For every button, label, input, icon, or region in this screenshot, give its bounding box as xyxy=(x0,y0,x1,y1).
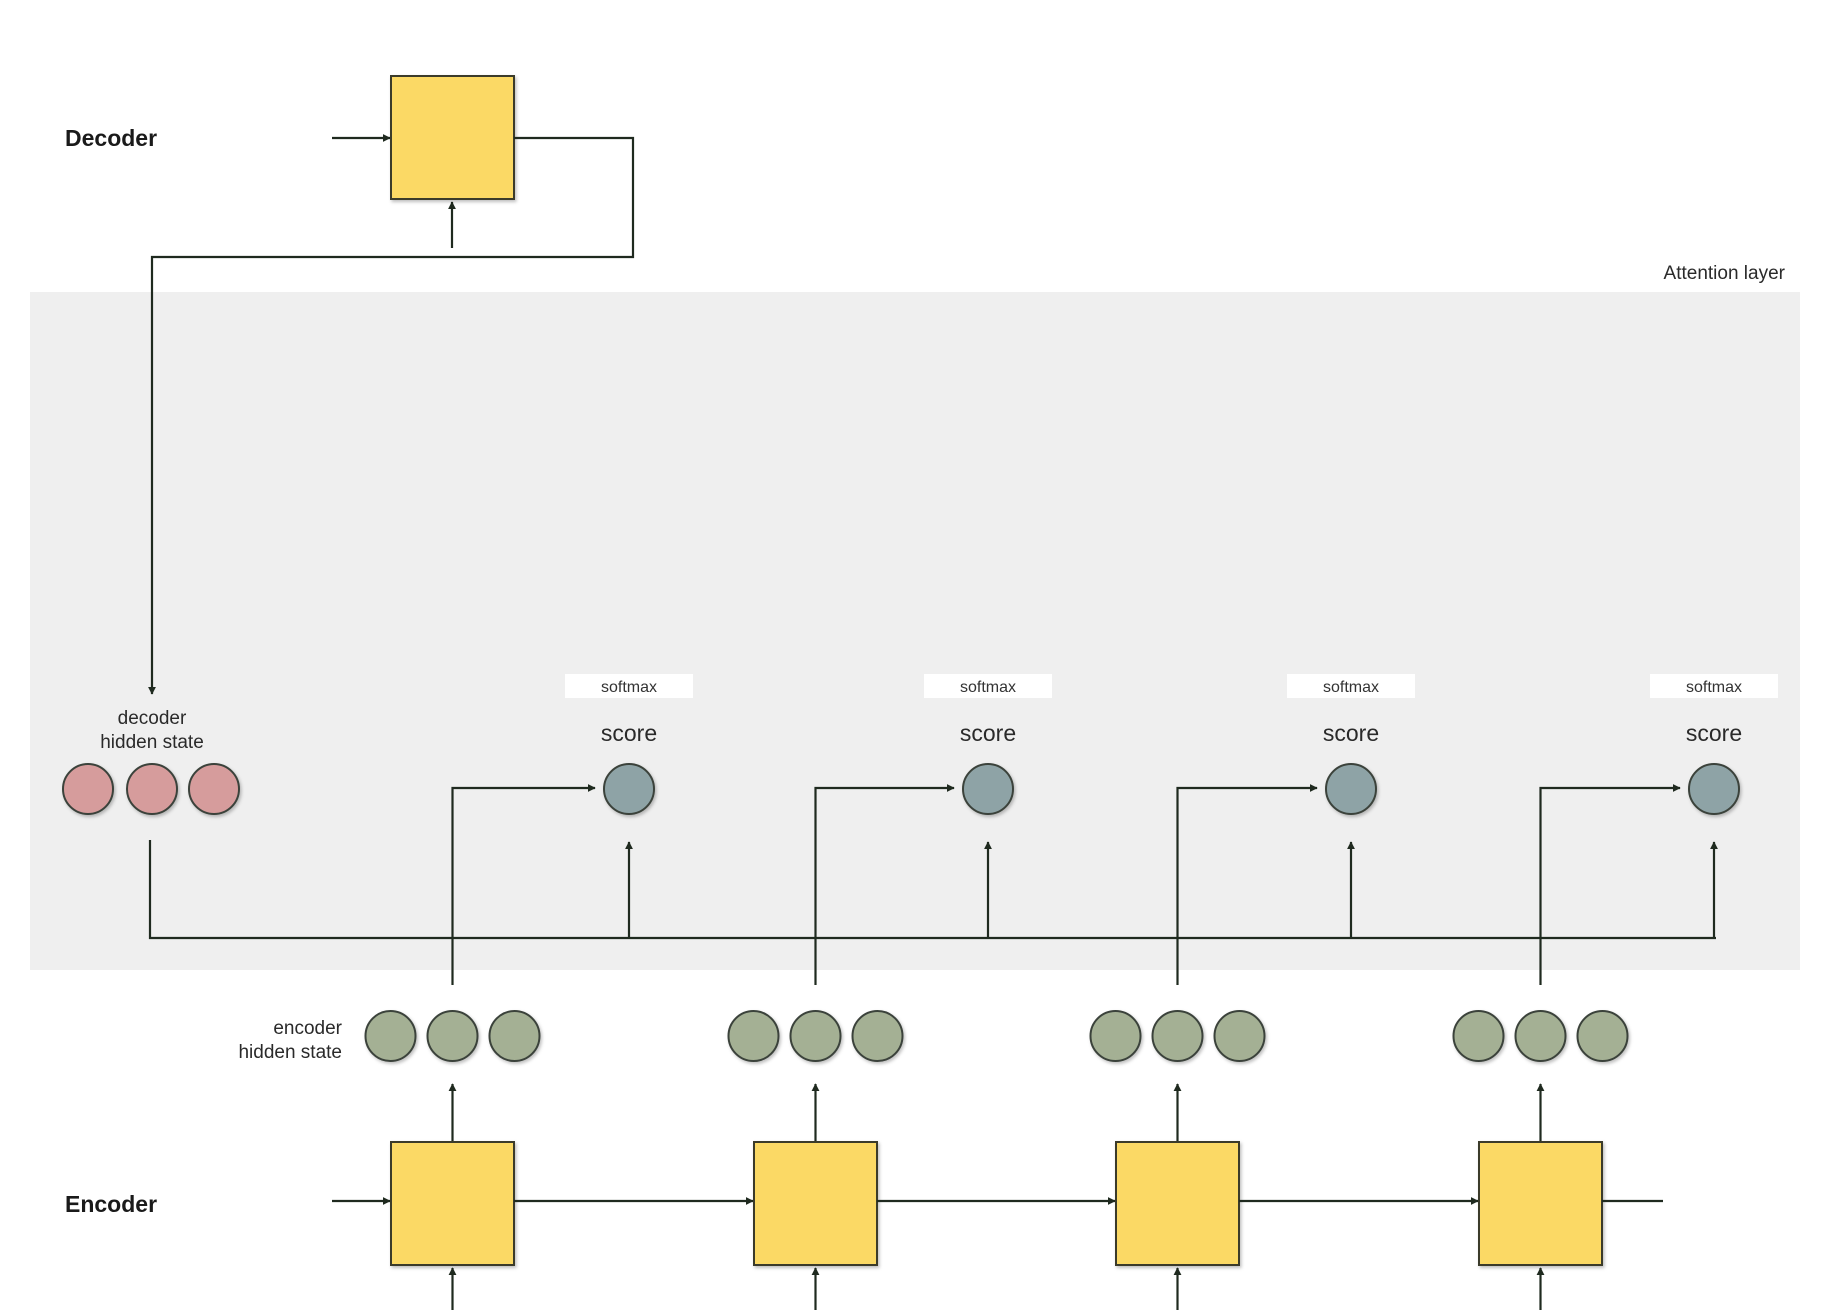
encoder-step-3 xyxy=(877,784,1318,1310)
encoder-hidden-unit xyxy=(1576,1010,1629,1062)
score-node xyxy=(962,763,1014,815)
score-node xyxy=(603,763,655,815)
score-unit-2: softmax score xyxy=(924,674,1052,938)
encoder-rnn-cell xyxy=(753,1141,878,1266)
decoder-hidden-state xyxy=(62,763,240,815)
decoder-hidden-unit-2 xyxy=(126,763,178,815)
encoder-steps xyxy=(332,784,1681,1310)
softmax-box xyxy=(924,674,1052,698)
decoder-hidden-unit-3 xyxy=(188,763,240,815)
attention-layer-panel xyxy=(30,292,1800,970)
encoder-hidden-unit xyxy=(1151,1010,1204,1062)
softmax-box xyxy=(1287,674,1415,698)
softmax-label: softmax xyxy=(1323,679,1379,696)
encoder-rnn-cell xyxy=(1115,1141,1240,1266)
encoder-hidden-unit xyxy=(1514,1010,1567,1062)
score-node xyxy=(1688,763,1740,815)
encoder-hidden-unit xyxy=(1452,1010,1505,1062)
decoder-to-attention-wire xyxy=(148,136,635,695)
encoder-step-4 xyxy=(1239,784,1681,1310)
score-units: softmaxscoresoftmaxscoresoftmaxscoresoft… xyxy=(565,674,1778,938)
softmax-box xyxy=(565,674,693,698)
encoder-hidden-to-score-arrow xyxy=(814,784,955,985)
score-label: score xyxy=(960,720,1016,746)
encoder-hidden-state-label-line1: encoder xyxy=(273,1018,342,1039)
score-label: score xyxy=(1323,720,1379,746)
decoder-label: Decoder xyxy=(65,125,157,151)
score-unit-4: softmax score xyxy=(1650,674,1778,938)
decoder-hidden-state-label-line1: decoder xyxy=(118,708,187,729)
encoder-hidden-to-score-arrow xyxy=(451,784,596,985)
encoder-hidden-unit xyxy=(851,1010,904,1062)
encoder-hidden-to-score-arrow xyxy=(1539,784,1681,985)
attention-layer-label: Attention layer xyxy=(1664,263,1786,284)
encoder-hidden-unit xyxy=(1213,1010,1266,1062)
encoder-rnn-cell xyxy=(390,1141,515,1266)
score-label: score xyxy=(601,720,657,746)
score-unit-1: softmax score xyxy=(565,674,693,938)
encoder-hidden-unit xyxy=(364,1010,417,1062)
encoder-step-1 xyxy=(332,784,596,1310)
encoder-hidden-unit xyxy=(1089,1010,1142,1062)
encoder-rnn-cell xyxy=(1478,1141,1603,1266)
decoder-hidden-unit-1 xyxy=(62,763,114,815)
encoder-hidden-unit xyxy=(426,1010,479,1062)
score-node xyxy=(1325,763,1377,815)
encoder-hidden-state-label-line2: hidden state xyxy=(238,1042,342,1063)
softmax-label: softmax xyxy=(1686,679,1742,696)
decoder-hidden-state-label-line2: hidden state xyxy=(100,732,204,753)
decoder-hidden-bus xyxy=(148,840,1716,940)
decoder-rnn-cell xyxy=(390,75,515,200)
softmax-label: softmax xyxy=(601,679,657,696)
encoder-hidden-to-score-arrow xyxy=(1176,784,1318,985)
encoder-label: Encoder xyxy=(65,1191,157,1217)
encoder-hidden-unit xyxy=(789,1010,842,1062)
encoder-hidden-unit xyxy=(727,1010,780,1062)
softmax-label: softmax xyxy=(960,679,1016,696)
score-unit-3: softmax score xyxy=(1287,674,1415,938)
encoder-step-2 xyxy=(514,784,955,1310)
score-label: score xyxy=(1686,720,1742,746)
softmax-box xyxy=(1650,674,1778,698)
encoder-hidden-unit xyxy=(488,1010,541,1062)
